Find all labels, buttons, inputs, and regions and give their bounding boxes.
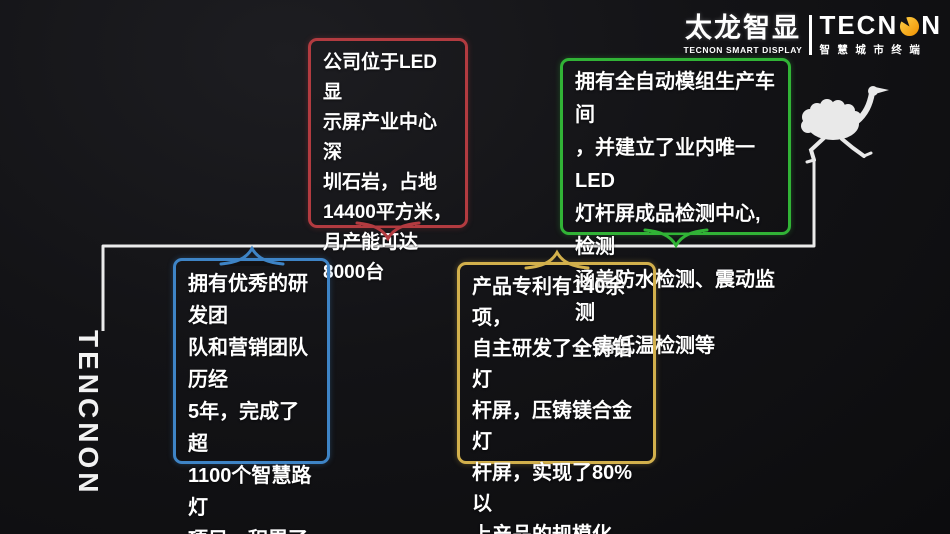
logo-divider — [809, 14, 813, 55]
callout-testing: 拥有全自动模组生产车间 ，并建立了业内唯一LED 灯杆屏成品检测中心,检测 涵盖… — [560, 58, 791, 357]
callout-tail-up-icon — [524, 248, 589, 270]
callout-tail-up-icon — [219, 244, 284, 266]
brand-logo: 太龙智显 TECNON SMART DISPLAY TECN — [684, 12, 942, 57]
callout-patents-text: 产品专利有140余项， 自主研发了全铸铝灯 杆屏，压铸镁合金灯 杆屏，实现了80… — [472, 276, 633, 534]
logo-en-name: TECN N — [819, 12, 942, 38]
callout-tail-down-icon — [643, 227, 708, 249]
logo-tagline: 智慧城市终端 — [819, 44, 928, 56]
callout-tail-down-icon — [355, 220, 421, 242]
callout-factory-text: 公司位于LED显 示屏产业中心深 圳石岩，占地 14400平方米， 月产能可达 … — [323, 52, 452, 283]
callout-testing-text: 拥有全自动模组生产车间 ，并建立了业内唯一LED 灯杆屏成品检测中心,检测 涵盖… — [575, 71, 775, 357]
ostrich-icon — [801, 86, 889, 164]
callout-team: 拥有优秀的研发团 队和营销团队历经 5年，完成了超 1100个智慧路灯 项目，积… — [173, 244, 330, 534]
logo-en-prefix: TECN — [819, 10, 899, 40]
logo-en-subtitle: TECNON SMART DISPLAY — [683, 44, 803, 55]
callout-team-text: 拥有优秀的研发团 队和营销团队历经 5年，完成了超 1100个智慧路灯 项目，积… — [188, 273, 312, 534]
vertical-brand-label: TENCNON — [73, 330, 104, 497]
callout-patents: 产品专利有140余项， 自主研发了全铸铝灯 杆屏，压铸镁合金灯 杆屏，实现了80… — [457, 248, 656, 534]
logo-sun-o-icon — [899, 15, 920, 36]
logo-cn-name: 太龙智显 — [684, 12, 801, 43]
callout-factory: 公司位于LED显 示屏产业中心深 圳石岩，占地 14400平方米， 月产能可达 … — [308, 38, 468, 283]
logo-en-suffix: N — [921, 10, 942, 40]
